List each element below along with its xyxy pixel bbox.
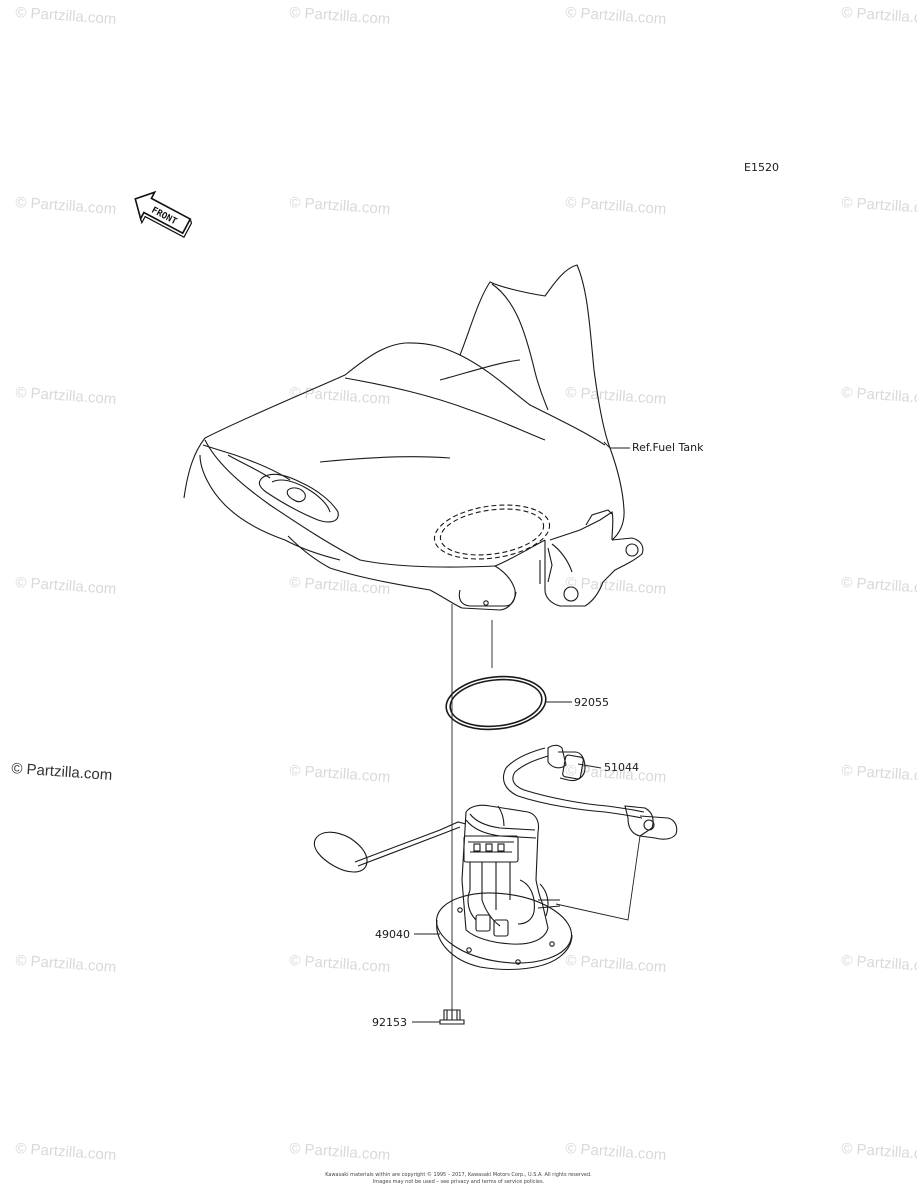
label-51044: 51044 (604, 761, 639, 774)
fuel-tank-outline (183, 264, 644, 611)
label-92055: 92055 (574, 696, 609, 709)
label-49040: 49040 (375, 928, 410, 941)
label-92153: 92153 (372, 1016, 407, 1029)
copyright-line: Kawasaki materials within are copyright … (325, 1172, 592, 1178)
label-fuel-tank: Ref.Fuel Tank (632, 441, 704, 454)
copyright-notice: Kawasaki materials within are copyright … (0, 1172, 917, 1186)
label-leaders (412, 441, 630, 1023)
copyright-line: Images may not be used – see privacy and… (372, 1179, 545, 1185)
bolt (439, 1009, 465, 1025)
front-arrow-icon: FRONT (134, 190, 193, 239)
gasket-ring (445, 675, 547, 731)
fuel-pump-assembly (313, 804, 573, 970)
leader-line (555, 835, 641, 921)
diagram-code: E1520 (744, 161, 779, 174)
fuel-hose (502, 744, 678, 840)
